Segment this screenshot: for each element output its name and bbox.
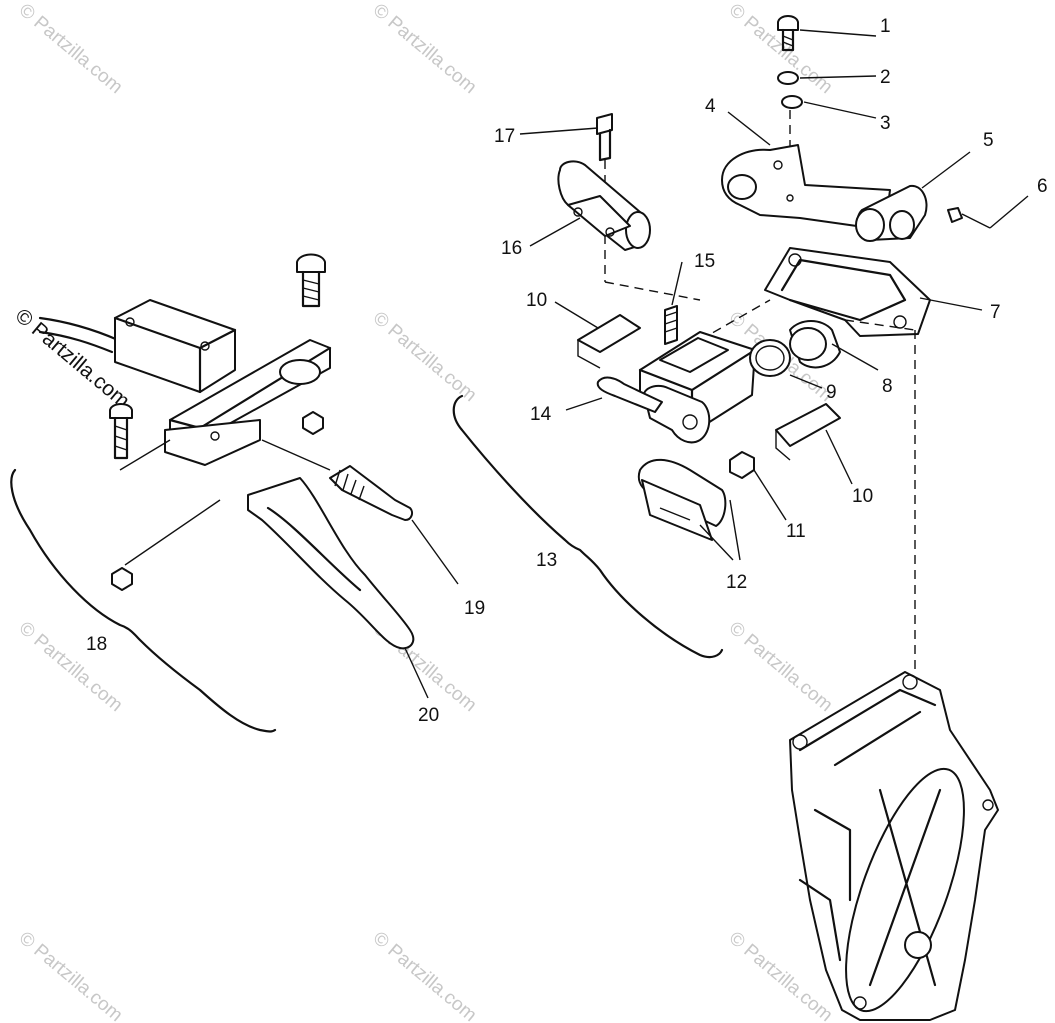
callout-9: 9: [826, 382, 837, 403]
callout-15: 15: [694, 251, 715, 272]
master-cylinder-assembly: [10, 253, 415, 733]
callout-1: 1: [880, 16, 891, 37]
callout-7: 7: [990, 302, 1001, 323]
callout-16: 16: [501, 238, 522, 259]
watermark: © Partzilla.com: [15, 928, 127, 1023]
callout-3: 3: [880, 113, 891, 134]
callout-10-lower: 10: [852, 486, 873, 507]
watermark: © Partzilla.com: [369, 0, 481, 98]
callout-4: 4: [705, 96, 716, 117]
callout-10-upper: 10: [526, 290, 547, 311]
callout-20: 20: [418, 705, 439, 726]
watermark: © Partzilla.com: [725, 0, 837, 98]
callout-13: 13: [536, 550, 557, 571]
watermark: © Partzilla.com: [15, 618, 127, 716]
callout-11: 11: [786, 521, 806, 542]
callout-18: 18: [86, 634, 107, 655]
watermark: © Partzilla.com: [15, 0, 127, 98]
callout-17: 17: [494, 126, 515, 147]
callout-labels: 1 2 3 4 5 6 7 8 9 10 10 11 12 13 14 15 1…: [86, 16, 1048, 726]
callout-6: 6: [1037, 176, 1048, 197]
callout-19: 19: [464, 598, 485, 619]
callout-12: 12: [726, 572, 747, 593]
watermark: © Partzilla.com: [725, 618, 837, 716]
callout-14: 14: [530, 404, 552, 425]
watermark: © Partzilla.com: [369, 928, 481, 1023]
leader-lines: [404, 29, 1029, 699]
caliper-assembly: [452, 113, 841, 659]
callout-8: 8: [882, 376, 893, 397]
callout-2: 2: [880, 67, 891, 88]
callout-5: 5: [983, 130, 994, 151]
watermark: © Partzilla.com: [369, 308, 481, 406]
mounting-bracket-assembly: [721, 15, 999, 1021]
